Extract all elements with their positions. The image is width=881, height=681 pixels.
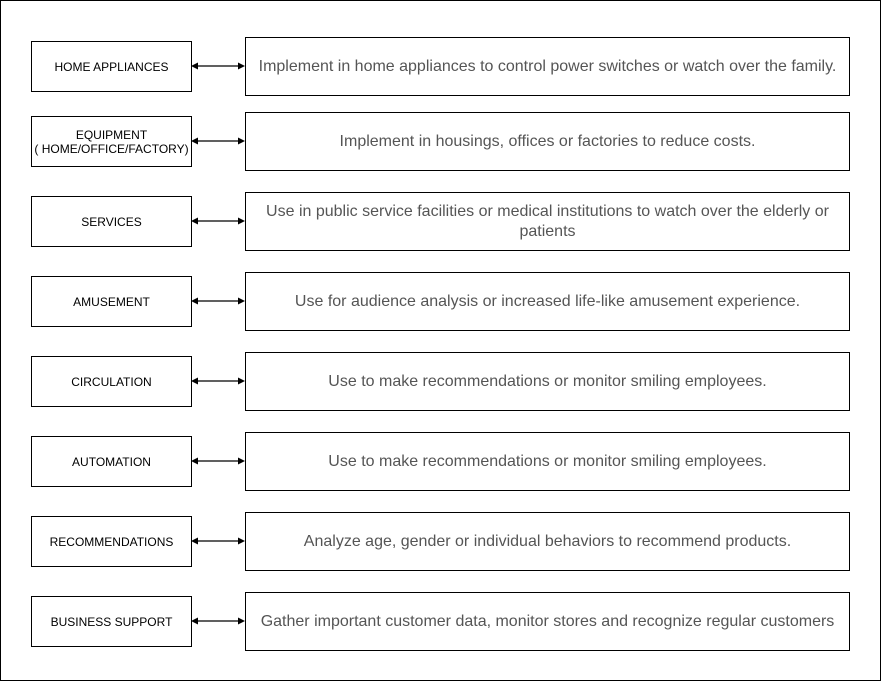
- category-label: EQUIPMENT ( HOME/OFFICE/FACTORY): [34, 127, 189, 156]
- mapping-row-recommendations: RECOMMENDATIONS Analyze age, gender or i…: [1, 512, 881, 574]
- mapping-row-business-support: BUSINESS SUPPORT Gather important custom…: [1, 592, 881, 654]
- category-label: BUSINESS SUPPORT: [50, 614, 173, 629]
- category-label: AMUSEMENT: [73, 294, 150, 309]
- category-label: HOME APPLIANCES: [54, 59, 169, 74]
- category-label: RECOMMENDATIONS: [49, 534, 174, 549]
- description-box-equipment: Implement in housings, offices or factor…: [245, 112, 850, 171]
- description-box-business-support: Gather important customer data, monitor …: [245, 592, 850, 651]
- description-box-circulation: Use to make recommendations or monitor s…: [245, 352, 850, 411]
- category-box-automation: AUTOMATION: [31, 436, 192, 487]
- category-label: AUTOMATION: [72, 454, 151, 469]
- description-box-services: Use in public service facilities or medi…: [245, 192, 850, 251]
- double-arrow-connector: [191, 217, 245, 225]
- category-label: CIRCULATION: [71, 374, 152, 389]
- description-text: Implement in housings, offices or factor…: [339, 132, 756, 150]
- mapping-row-services: SERVICES Use in public service facilitie…: [1, 192, 881, 254]
- description-text: Gather important customer data, monitor …: [260, 612, 835, 630]
- double-arrow-connector: [191, 537, 245, 545]
- category-box-services: SERVICES: [31, 196, 192, 247]
- category-box-business-support: BUSINESS SUPPORT: [31, 596, 192, 647]
- mapping-row-amusement: AMUSEMENT Use for audience analysis or i…: [1, 272, 881, 334]
- description-box-recommendations: Analyze age, gender or individual behavi…: [245, 512, 850, 571]
- description-text: Analyze age, gender or individual behavi…: [303, 532, 792, 550]
- description-box-automation: Use to make recommendations or monitor s…: [245, 432, 850, 491]
- category-box-amusement: AMUSEMENT: [31, 276, 192, 327]
- category-box-equipment: EQUIPMENT ( HOME/OFFICE/FACTORY): [31, 116, 192, 167]
- double-arrow-connector: [191, 297, 245, 305]
- description-text: Use to make recommendations or monitor s…: [328, 452, 767, 470]
- category-label: SERVICES: [81, 214, 142, 229]
- category-box-recommendations: RECOMMENDATIONS: [31, 516, 192, 567]
- mapping-row-home-appliances: HOME APPLIANCES Implement in home applia…: [1, 37, 881, 99]
- double-arrow-connector: [191, 377, 245, 385]
- description-box-amusement: Use for audience analysis or increased l…: [245, 272, 850, 331]
- description-text: Implement in home appliances to control …: [258, 57, 837, 75]
- double-arrow-connector: [191, 62, 245, 70]
- double-arrow-connector: [191, 457, 245, 465]
- category-box-home-appliances: HOME APPLIANCES: [31, 41, 192, 92]
- category-box-circulation: CIRCULATION: [31, 356, 192, 407]
- description-text: Use for audience analysis or increased l…: [294, 292, 801, 310]
- mapping-row-circulation: CIRCULATION Use to make recommendations …: [1, 352, 881, 414]
- description-text: Use in public service facilities or medi…: [266, 202, 829, 240]
- double-arrow-connector: [191, 137, 245, 145]
- mapping-row-equipment: EQUIPMENT ( HOME/OFFICE/FACTORY) Impleme…: [1, 112, 881, 174]
- double-arrow-connector: [191, 617, 245, 625]
- description-text: Use to make recommendations or monitor s…: [328, 372, 767, 390]
- mapping-row-automation: AUTOMATION Use to make recommendations o…: [1, 432, 881, 494]
- description-box-home-appliances: Implement in home appliances to control …: [245, 37, 850, 96]
